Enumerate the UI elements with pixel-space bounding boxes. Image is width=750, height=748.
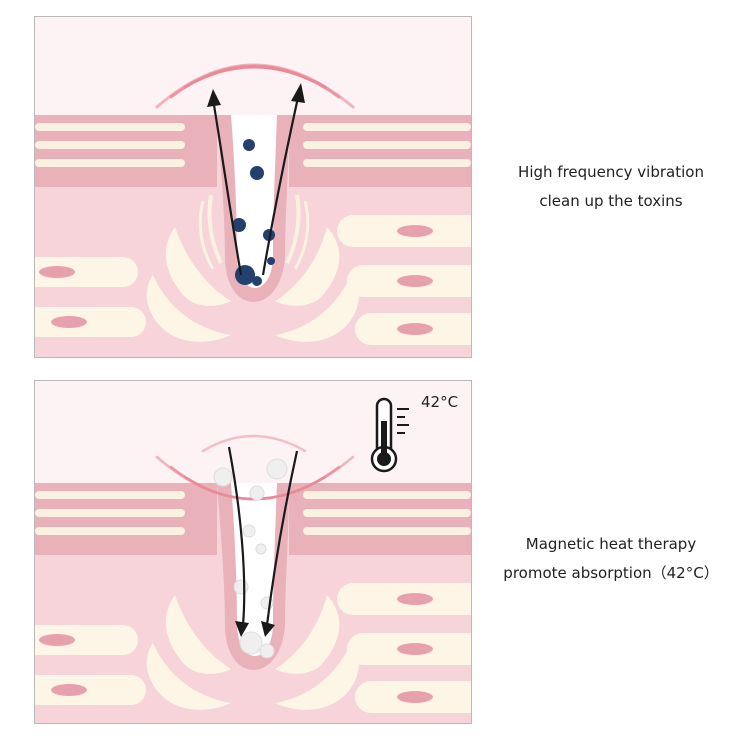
heat-therapy-diagram: 42°C <box>35 393 471 723</box>
follicle-cells <box>146 595 359 710</box>
heat-therapy-caption-line-2: promote absorption（42°C） <box>503 564 719 582</box>
dermis-cells-left <box>35 257 146 337</box>
heat-therapy-diagram-panel: 42°C <box>34 380 472 724</box>
toxin-particle-icon <box>232 139 275 286</box>
vibration-caption-line-1: High frequency vibration <box>518 163 704 181</box>
outflow-arrows <box>211 92 301 276</box>
skin-layer-stripes-left <box>35 491 185 535</box>
inflow-arrows <box>227 446 299 626</box>
vibration-waves-icon <box>155 63 355 109</box>
dermis-cells-right <box>337 215 471 345</box>
skin-layer-stripes-right <box>303 491 471 535</box>
heat-therapy-caption-line-1: Magnetic heat therapy <box>525 535 697 553</box>
thermometer-icon <box>370 397 409 473</box>
skin-layer-stripes-right <box>303 123 471 167</box>
pore-channel <box>231 115 277 288</box>
heat-therapy-caption: Magnetic heat therapy promote absorption… <box>486 530 736 588</box>
dermis-cells-left <box>35 625 146 705</box>
pore-channel <box>231 483 277 656</box>
dermis-cells-right <box>337 583 471 713</box>
temperature-label: 42°C <box>421 393 458 411</box>
vibration-diagram-panel <box>34 16 472 358</box>
follicle-cells <box>146 194 359 342</box>
vibration-diagram <box>35 63 471 357</box>
skin-layer-stripes-left <box>35 123 185 167</box>
vibration-caption-line-2: clean up the toxins <box>539 192 683 210</box>
vibration-caption: High frequency vibration clean up the to… <box>486 158 736 216</box>
